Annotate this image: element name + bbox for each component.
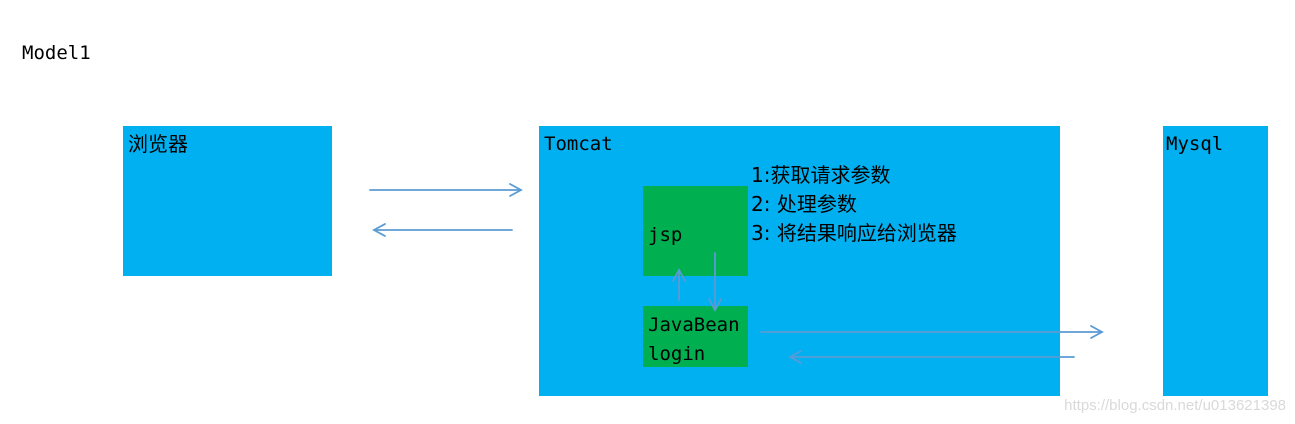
javabean-to-jsp-arrow: [672, 268, 686, 301]
browser-label: 浏览器: [128, 132, 188, 156]
browser-to-tomcat-arrow: [369, 183, 523, 197]
jsp-label: jsp: [648, 224, 683, 246]
processing-steps: 1:获取请求参数 2: 处理参数 3: 将结果响应给浏览器: [751, 161, 957, 248]
browser-box: 浏览器: [123, 126, 332, 276]
javabean-label: JavaBean: [648, 314, 740, 336]
login-label: login: [648, 343, 706, 365]
mysql-box: Mysql: [1163, 126, 1268, 396]
javabean-box: JavaBean login: [643, 306, 748, 367]
javabean-to-mysql-arrow: [760, 325, 1104, 339]
step-2: 2: 处理参数: [751, 192, 857, 216]
tomcat-to-browser-arrow: [372, 223, 513, 237]
jsp-box: jsp: [643, 186, 748, 276]
diagram-title: Model1: [22, 42, 91, 64]
jsp-to-javabean-arrow: [708, 252, 722, 312]
step-3: 3: 将结果响应给浏览器: [751, 221, 957, 245]
watermark: https://blog.csdn.net/u013621398: [1064, 397, 1286, 414]
mysql-to-javabean-arrow: [788, 350, 1075, 364]
step-1: 1:获取请求参数: [751, 163, 891, 187]
tomcat-label: Tomcat: [544, 133, 613, 155]
mysql-label: Mysql: [1166, 133, 1224, 155]
